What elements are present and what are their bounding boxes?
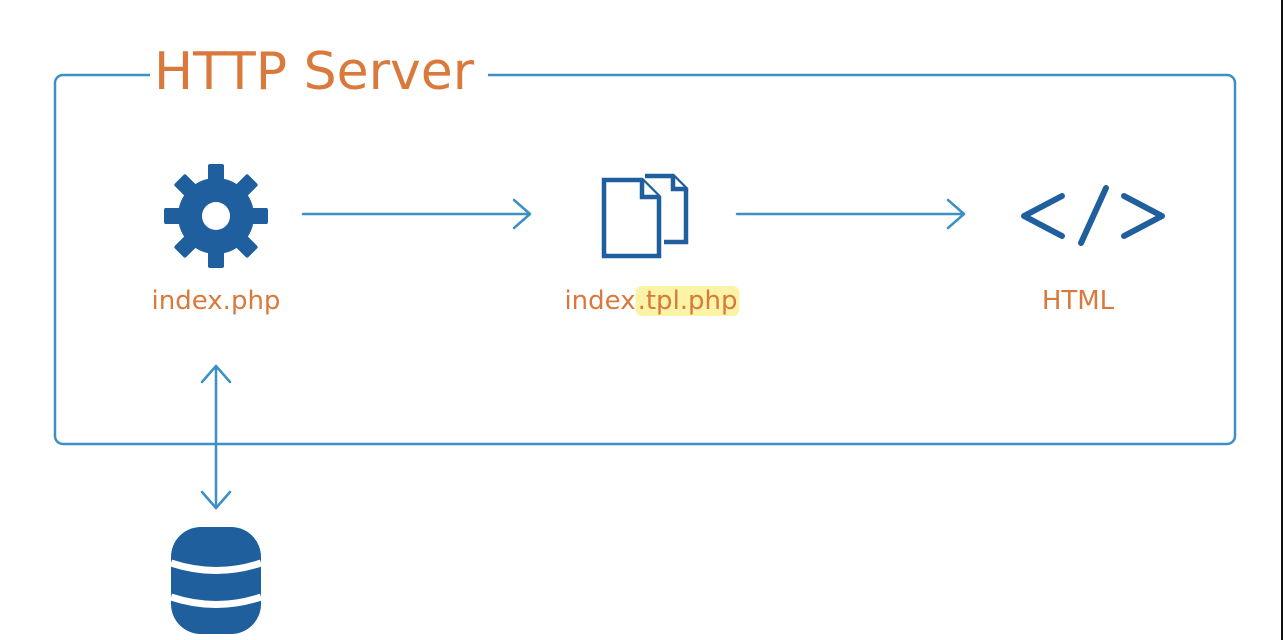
template-label-highlight: .tpl.php [635, 286, 740, 316]
documents-icon [601, 173, 689, 259]
arrow-template-to-html [735, 198, 966, 230]
arrow-script-database [200, 364, 232, 510]
script-label: index.php [151, 286, 281, 316]
server-title: HTTP Server [150, 36, 489, 108]
arrow-script-to-template [301, 198, 532, 230]
database-icon [169, 527, 263, 634]
template-label-base: index [564, 286, 636, 316]
html-label: HTML [1041, 286, 1115, 316]
code-icon [1021, 185, 1165, 246]
gear-icon [164, 164, 268, 268]
page-edge-rule [1281, 0, 1283, 640]
server-boundary [53, 73, 1237, 446]
template-label: index.tpl.php [564, 284, 740, 318]
